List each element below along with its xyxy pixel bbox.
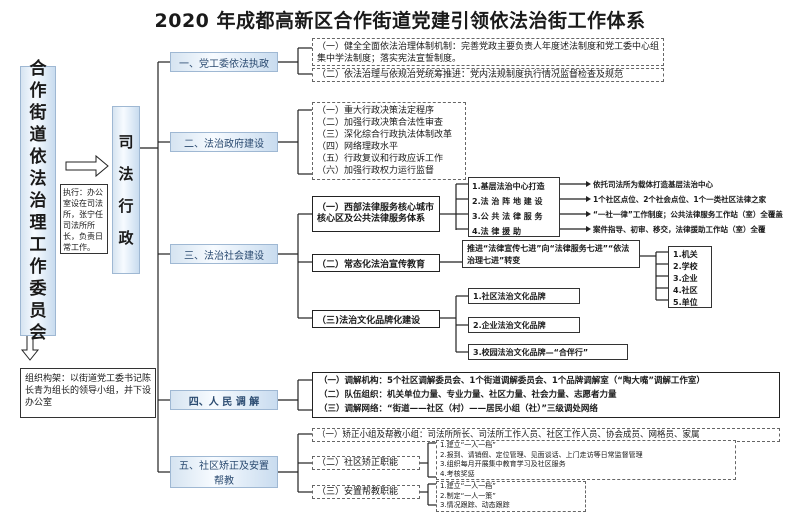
judicial-char: 司 xyxy=(118,133,134,151)
committee-char: 合 xyxy=(29,59,47,79)
list-item: （二）队伍组织：机关单位力量、专业力量、社区力量、社会力量、志愿者力量 xyxy=(319,390,617,400)
mediation-items: （一）调解机构：5个社区调解委员会、1个街道调解委员会、1个品牌调解室（“陶大嘴… xyxy=(312,372,780,418)
committee-char: 治 xyxy=(29,191,47,211)
list-item: 4.法 律 援 助 xyxy=(472,227,521,236)
committee-char: 会 xyxy=(29,323,47,343)
page-title: 2020 年成都高新区合作街道党建引领依法治街工作体系 xyxy=(154,10,646,32)
legal-service-descs: 依托司法所为载体打造基层法治中心 1个社区点位、2个社会点位、1个一类社区法律之… xyxy=(593,177,793,237)
committee-box: 合 作 街 道 依 法 治 理 工 作 委 员 会 xyxy=(20,59,56,343)
list-item: 2.法 治 阵 地 建 设 xyxy=(472,197,543,206)
committee-char: 作 xyxy=(29,81,47,101)
correction-sub-resettle: （三）安置帮教职能 xyxy=(312,485,420,499)
list-item: 4.考核奖惩 xyxy=(440,469,475,478)
committee-char: 街 xyxy=(29,103,47,123)
judicial-box: 司 法 行 政 xyxy=(112,106,140,274)
section-law-society: 三、法治社会建设 xyxy=(170,244,278,264)
list-item: 2.报到、请销假、定位管理、见面谈话、上门走访等日常监督管理 xyxy=(440,450,643,459)
list-item: （三）调解网络：“街道——社区（村）——居民小组（社）”三级调处网络 xyxy=(319,404,598,414)
committee-char: 道 xyxy=(29,125,47,145)
correction-sub-community: （二）社区矫正职能 xyxy=(312,456,420,470)
judicial-char: 政 xyxy=(118,229,134,247)
list-item: 案件指导、初审、移交，法律援助工作站（室）全覆 xyxy=(593,225,766,234)
culture-item: 2.企业法治文化品牌 xyxy=(468,317,580,333)
structure-note: 组织构架：以街道党工委书记陈长青为组长的领导小组，并下设办公室 xyxy=(20,368,156,418)
society-sub-legal-service: （一）西部法律服务核心城市核心区及公共法律服务体系 xyxy=(312,196,440,232)
judicial-char: 法 xyxy=(118,165,134,183)
judicial-char: 行 xyxy=(118,197,134,215)
committee-char: 依 xyxy=(29,147,47,167)
list-item: 5.单位 xyxy=(673,297,698,307)
list-item: 3.组织每月开展集中教育学习及社区服务 xyxy=(440,460,566,468)
resettle-items: 1.建立“一人一档” 2.制定“一人一策” 3.情况跟踪、动态跟踪 xyxy=(436,481,586,512)
publicity-targets: 1.机关 2.学校 3.企业 4.社区 5.单位 xyxy=(668,246,712,308)
list-item: （四）网络理政水平 xyxy=(317,142,399,152)
committee-char: 法 xyxy=(29,169,47,189)
culture-item: 3.校园法治文化品牌—“合伴行” xyxy=(468,344,628,360)
list-item: 4.社区 xyxy=(673,285,698,295)
party-item: （一）健全全面依法治理体制机制：完善党政主要负责人年度述法制度和党工委中心组集中… xyxy=(312,38,664,66)
society-sub-culture: （三)法治文化品牌化建设 xyxy=(312,310,440,328)
committee-char: 委 xyxy=(29,279,47,299)
list-item: 3.企业 xyxy=(673,273,698,283)
publicity-promo: 推进“法律宣传七进”向“法律服务七进”“依法治理七进”转变 xyxy=(462,240,640,268)
list-item: （二）加强行政决策合法性审查 xyxy=(317,118,444,128)
community-items: 1.建立“一人一档” 2.报到、请销假、定位管理、见面谈话、上门走访等日常监督管… xyxy=(436,440,736,480)
government-list: （一）重大行政决策法定程序 （二）加强行政决策合法性审查 （三）深化综合行政执法… xyxy=(312,102,466,180)
section-correction: 五、社区矫正及安置帮教 xyxy=(170,456,278,488)
list-item: （五）行政复议和行政应诉工作 xyxy=(317,154,444,164)
list-item: （三）深化综合行政执法体制改革 xyxy=(317,130,453,140)
list-item: 1.建立“一人一档” xyxy=(440,441,496,449)
list-item: 1个社区点位、2个社会点位、1个一类社区法律之家 xyxy=(593,195,767,204)
committee-char: 工 xyxy=(29,235,47,255)
exec-note: 执行：办公室设在司法所，张宁任司法所所长，负责日常工作。 xyxy=(60,184,108,254)
society-sub-publicity: （二）常态化法治宣传教育 xyxy=(312,254,440,272)
list-item: 2.学校 xyxy=(673,261,698,271)
culture-item: 1.社区法治文化品牌 xyxy=(468,288,580,304)
legal-service-items: 1.基层法治中心打造 2.法 治 阵 地 建 设 3.公 共 法 律 服 务 4… xyxy=(468,177,560,237)
list-item: 1.建立“一人一档” xyxy=(440,482,496,490)
committee-char: 理 xyxy=(29,213,47,233)
list-item: 3.情况跟踪、动态跟踪 xyxy=(440,501,510,509)
list-item: 依托司法所为载体打造基层法治中心 xyxy=(593,180,713,189)
list-item: “一社一律”工作制度；公共法律服务工作站（室）全覆盖 xyxy=(593,210,783,219)
section-mediation: 四、人 民 调 解 xyxy=(170,390,278,410)
list-item: （六）加强行政权力运行监督 xyxy=(317,166,435,176)
party-item: （二）依法治理与依规治党统筹推进：党内法规制度执行情况监督检查及规范 xyxy=(312,68,664,82)
list-item: 1.机关 xyxy=(673,249,698,259)
committee-char: 员 xyxy=(29,301,47,321)
section-party-governance: 一、党工委依法执政 xyxy=(170,52,278,72)
list-item: （一）重大行政决策法定程序 xyxy=(317,106,435,116)
section-law-government: 二、法治政府建设 xyxy=(170,132,278,152)
list-item: 2.制定“一人一策” xyxy=(440,491,496,500)
list-item: 1.基层法治中心打造 xyxy=(472,182,545,191)
list-item: （一）调解机构：5个社区调解委员会、1个街道调解委员会、1个品牌调解室（“陶大嘴… xyxy=(319,376,705,386)
list-item: 3.公 共 法 律 服 务 xyxy=(472,212,543,221)
committee-char: 作 xyxy=(29,257,47,277)
